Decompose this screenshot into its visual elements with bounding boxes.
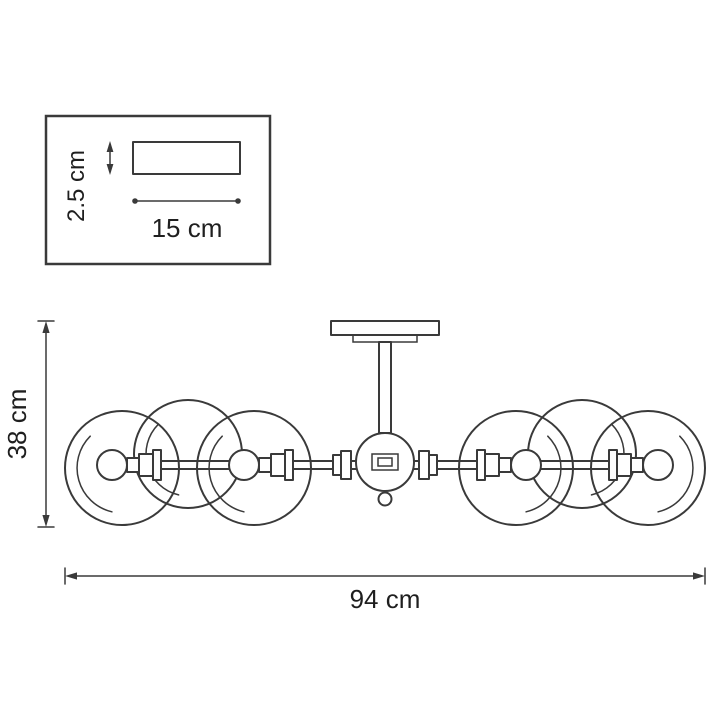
canopy-height-label: 2.5 cm [63, 150, 90, 222]
canopy-detail-inset: 2.5 cm 15 cm [44, 114, 272, 266]
arrow-left-icon [65, 572, 77, 580]
canopy-width-dimension: 15 cm [132, 198, 241, 243]
socket-body [616, 453, 632, 477]
height-dimension-label: 38 cm [2, 389, 32, 460]
finial-ball [377, 491, 393, 507]
socket-ring [152, 449, 162, 481]
bulb [510, 449, 542, 481]
canopy-width-label: 15 cm [152, 213, 223, 243]
inset-border [44, 114, 272, 266]
arm-joint-left [332, 450, 352, 480]
stem-rod [378, 341, 392, 434]
arrow-right-icon [693, 572, 705, 580]
canopy-profile [132, 141, 241, 175]
socket-neck [630, 457, 644, 473]
plate-collar [352, 334, 418, 343]
arrow-down-icon [106, 164, 114, 175]
arrow-up-icon [42, 321, 50, 333]
dimension-end-dot [132, 198, 138, 204]
sphere-highlight [76, 435, 113, 513]
socket-ring [608, 449, 618, 481]
joint-clamp [418, 450, 430, 480]
bulb [228, 449, 260, 481]
ceiling-plate [330, 320, 440, 336]
width-dimension-label: 94 cm [350, 584, 421, 614]
joint-clamp [340, 450, 352, 480]
ceiling-mount [330, 320, 440, 434]
joint-collar [428, 454, 438, 476]
arrow-up-icon [106, 141, 114, 152]
arm-joint-right [418, 450, 438, 480]
socket-body [270, 453, 286, 477]
bulb-assembly-left-outer [96, 449, 162, 481]
bulb-assembly-right-inner [476, 449, 542, 481]
sphere-highlight [208, 435, 245, 513]
height-dimension: 38 cm [2, 320, 55, 528]
bulb-assembly-left-inner [228, 449, 294, 481]
arrow-down-icon [42, 515, 50, 527]
central-hub [355, 432, 415, 507]
socket-ring [284, 449, 294, 481]
hub-connector-inner [377, 457, 393, 467]
sphere-highlight [525, 435, 562, 513]
bulb [642, 449, 674, 481]
socket-neck [126, 457, 140, 473]
bulb-assembly-right-outer [608, 449, 674, 481]
socket-neck [498, 457, 512, 473]
socket-body [138, 453, 154, 477]
dimension-end-dot [235, 198, 241, 204]
socket-neck [258, 457, 272, 473]
width-dimension: 94 cm [64, 567, 706, 614]
socket-ring [476, 449, 486, 481]
canopy-height-dimension: 2.5 cm [63, 141, 114, 222]
bulb [96, 449, 128, 481]
socket-body [484, 453, 500, 477]
joint-collar [332, 454, 342, 476]
hub-body [355, 432, 415, 492]
sphere-highlight [657, 435, 694, 513]
hub-connector [371, 453, 399, 471]
fixture-drawing [64, 320, 706, 526]
